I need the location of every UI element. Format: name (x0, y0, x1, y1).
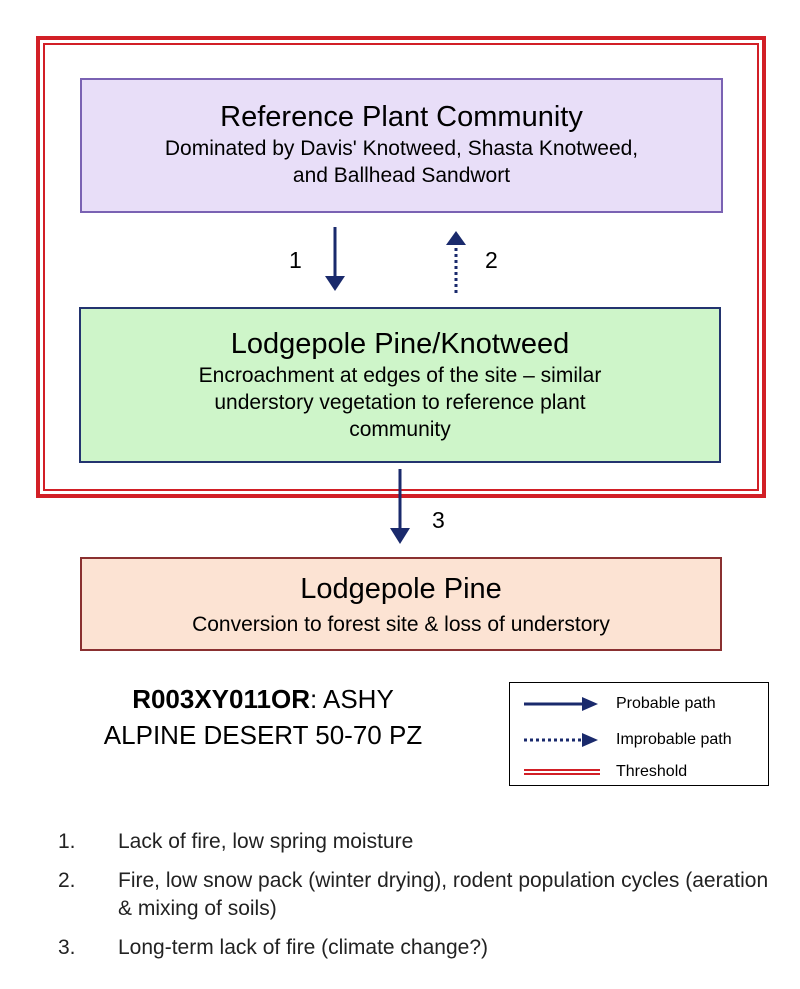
legend-item-probable: Probable path (510, 694, 768, 714)
legend-item-improbable: Improbable path (510, 730, 768, 750)
probable-arrow-icon (524, 697, 598, 711)
ecological-site-title: R003XY011OR: ASHY ALPINE DESERT 50-70 PZ (48, 681, 478, 753)
note-item: 1. Lack of fire, low spring moisture (58, 828, 778, 856)
transition-label-2: 2 (485, 247, 498, 273)
note-item: 2. Fire, low snow pack (winter drying), … (58, 867, 778, 923)
site-name-part1: : ASHY (309, 684, 394, 714)
note-text: Long-term lack of fire (climate change?) (118, 936, 488, 959)
legend: Probable path Improbable path Threshold (509, 682, 769, 786)
note-text: Fire, low snow pack (winter drying), rod… (118, 869, 769, 920)
transition-arrow-1 (325, 227, 345, 291)
threshold-line-icon (524, 769, 600, 775)
note-item: 3. Long-term lack of fire (climate chang… (58, 934, 778, 962)
note-text: Lack of fire, low spring moisture (118, 830, 414, 853)
state-description-line: Encroachment at edges of the site – simi… (198, 364, 602, 387)
site-code: R003XY011OR (132, 684, 310, 714)
transition-label-1: 1 (289, 247, 302, 273)
legend-item-threshold: Threshold (510, 762, 768, 782)
site-name-part2: ALPINE DESERT 50-70 PZ (103, 720, 423, 750)
legend-label: Probable path (616, 695, 716, 712)
improbable-arrow-icon (524, 733, 598, 747)
legend-label: Threshold (616, 763, 688, 780)
state-description-line: understory vegetation to reference plant (214, 391, 586, 414)
state-title: Lodgepole Pine (300, 573, 502, 605)
state-lodgepole-pine: Lodgepole Pine Conversion to forest site… (80, 557, 722, 651)
state-description-line: and Ballhead Sandwort (292, 164, 511, 187)
state-description: Conversion to forest site & loss of unde… (192, 613, 610, 636)
transition-arrow-2 (446, 231, 466, 293)
state-description-line: community (349, 418, 451, 441)
legend-label: Improbable path (616, 731, 732, 748)
state-title: Reference Plant Community (220, 101, 583, 133)
state-reference-plant-community: Reference Plant Community Dominated by D… (80, 78, 723, 213)
state-title: Lodgepole Pine/Knotweed (230, 328, 570, 360)
state-description-line: Dominated by Davis' Knotweed, Shasta Kno… (164, 137, 639, 160)
note-number: 1. (58, 830, 76, 853)
transition-arrow-3 (390, 469, 410, 544)
state-lodgepole-pine-knotweed: Lodgepole Pine/Knotweed Encroachment at … (79, 307, 721, 463)
note-number: 3. (58, 936, 76, 959)
transition-label-3: 3 (432, 507, 445, 533)
note-number: 2. (58, 869, 76, 892)
transition-notes: 1. Lack of fire, low spring moisture 2. … (58, 828, 778, 962)
